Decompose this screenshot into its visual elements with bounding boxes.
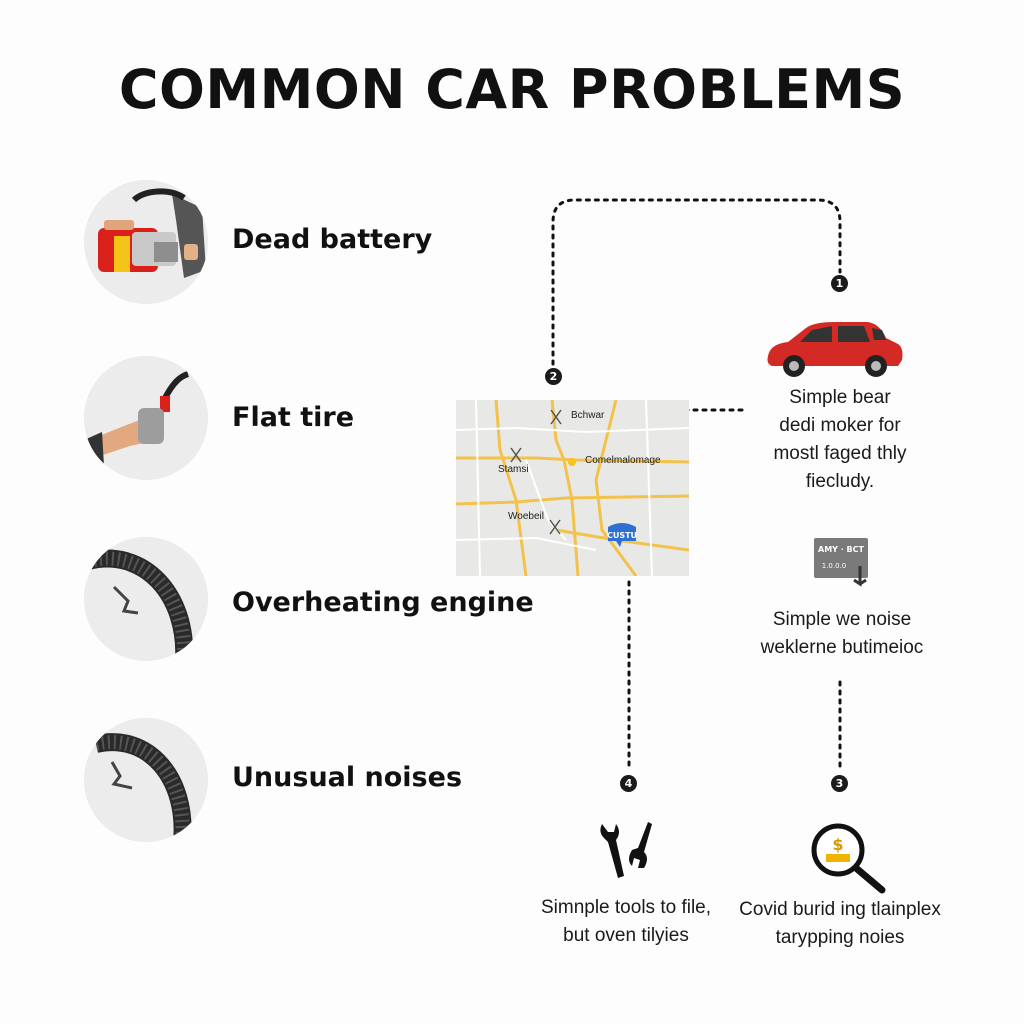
step-1-line-1: Simple bear	[789, 387, 891, 408]
sign-line-1: AMY · BCT	[818, 545, 865, 554]
step-1-note: Simple bear dedi moker for mostl faged t…	[748, 384, 932, 496]
step-5-line-2: weklerne butimeioc	[760, 637, 924, 658]
problem-label-unusual-noises: Unusual noises	[232, 762, 463, 793]
map-label-4: Woebeil	[508, 511, 544, 522]
magnifier-dollar-icon: $	[808, 820, 888, 894]
tire-icon	[84, 537, 208, 661]
step-1-line-4: fiecludy.	[805, 471, 875, 492]
map-label-3: Stamsi	[498, 464, 529, 475]
step-1-line-3: mostl faged thly	[773, 443, 907, 464]
tire-pump-icon	[84, 356, 208, 480]
step-4-line-1: Simnple tools to file,	[540, 897, 712, 918]
map-label-1: Bchwar	[571, 410, 605, 421]
step-badge-4: 4	[620, 775, 637, 792]
step-badge-1: 1	[831, 275, 848, 292]
tire-icon-circle	[84, 537, 208, 661]
sign-arrow-icon: AMY · BCT 1.0.0.0	[812, 536, 878, 594]
map-marker-icon: CUSTU	[602, 523, 642, 547]
tire-icon-circle-2	[84, 718, 208, 842]
step-3-line-2: tarypping noies	[775, 927, 905, 948]
problem-label-dead-battery: Dead battery	[232, 224, 433, 255]
car-battery-icon	[84, 180, 208, 304]
battery-icon-circle	[84, 180, 208, 304]
step-4-note: Simnple tools to file, but oven tilyies	[526, 894, 726, 950]
step-5-note: Simple we noise weklerne butimeioc	[740, 606, 944, 662]
step-3-line-1: Covid burid ing tlainplex	[739, 899, 941, 920]
step-3-note: Covid burid ing tlainplex tarypping noie…	[720, 896, 960, 952]
problem-label-overheating-engine: Overheating engine	[232, 587, 534, 618]
map-icon	[456, 400, 689, 576]
step-badge-2: 2	[545, 368, 562, 385]
svg-text:$: $	[832, 835, 843, 854]
tire-pump-icon-circle	[84, 356, 208, 480]
red-car-icon	[764, 318, 904, 380]
page-title: COMMON CAR PROBLEMS	[118, 58, 906, 121]
wrench-tools-icon	[594, 818, 662, 882]
tire-icon	[84, 718, 208, 842]
problem-label-flat-tire: Flat tire	[232, 402, 355, 433]
step-badge-3: 3	[831, 775, 848, 792]
step-5-line-1: Simple we noise	[772, 609, 912, 630]
map-label-2: Comelmalomage	[585, 455, 661, 466]
step-4-line-2: but oven tilyies	[563, 925, 689, 946]
sign-line-2: 1.0.0.0	[822, 562, 847, 570]
map-marker-label: CUSTU	[607, 531, 637, 540]
step-1-line-2: dedi moker for	[779, 415, 901, 436]
